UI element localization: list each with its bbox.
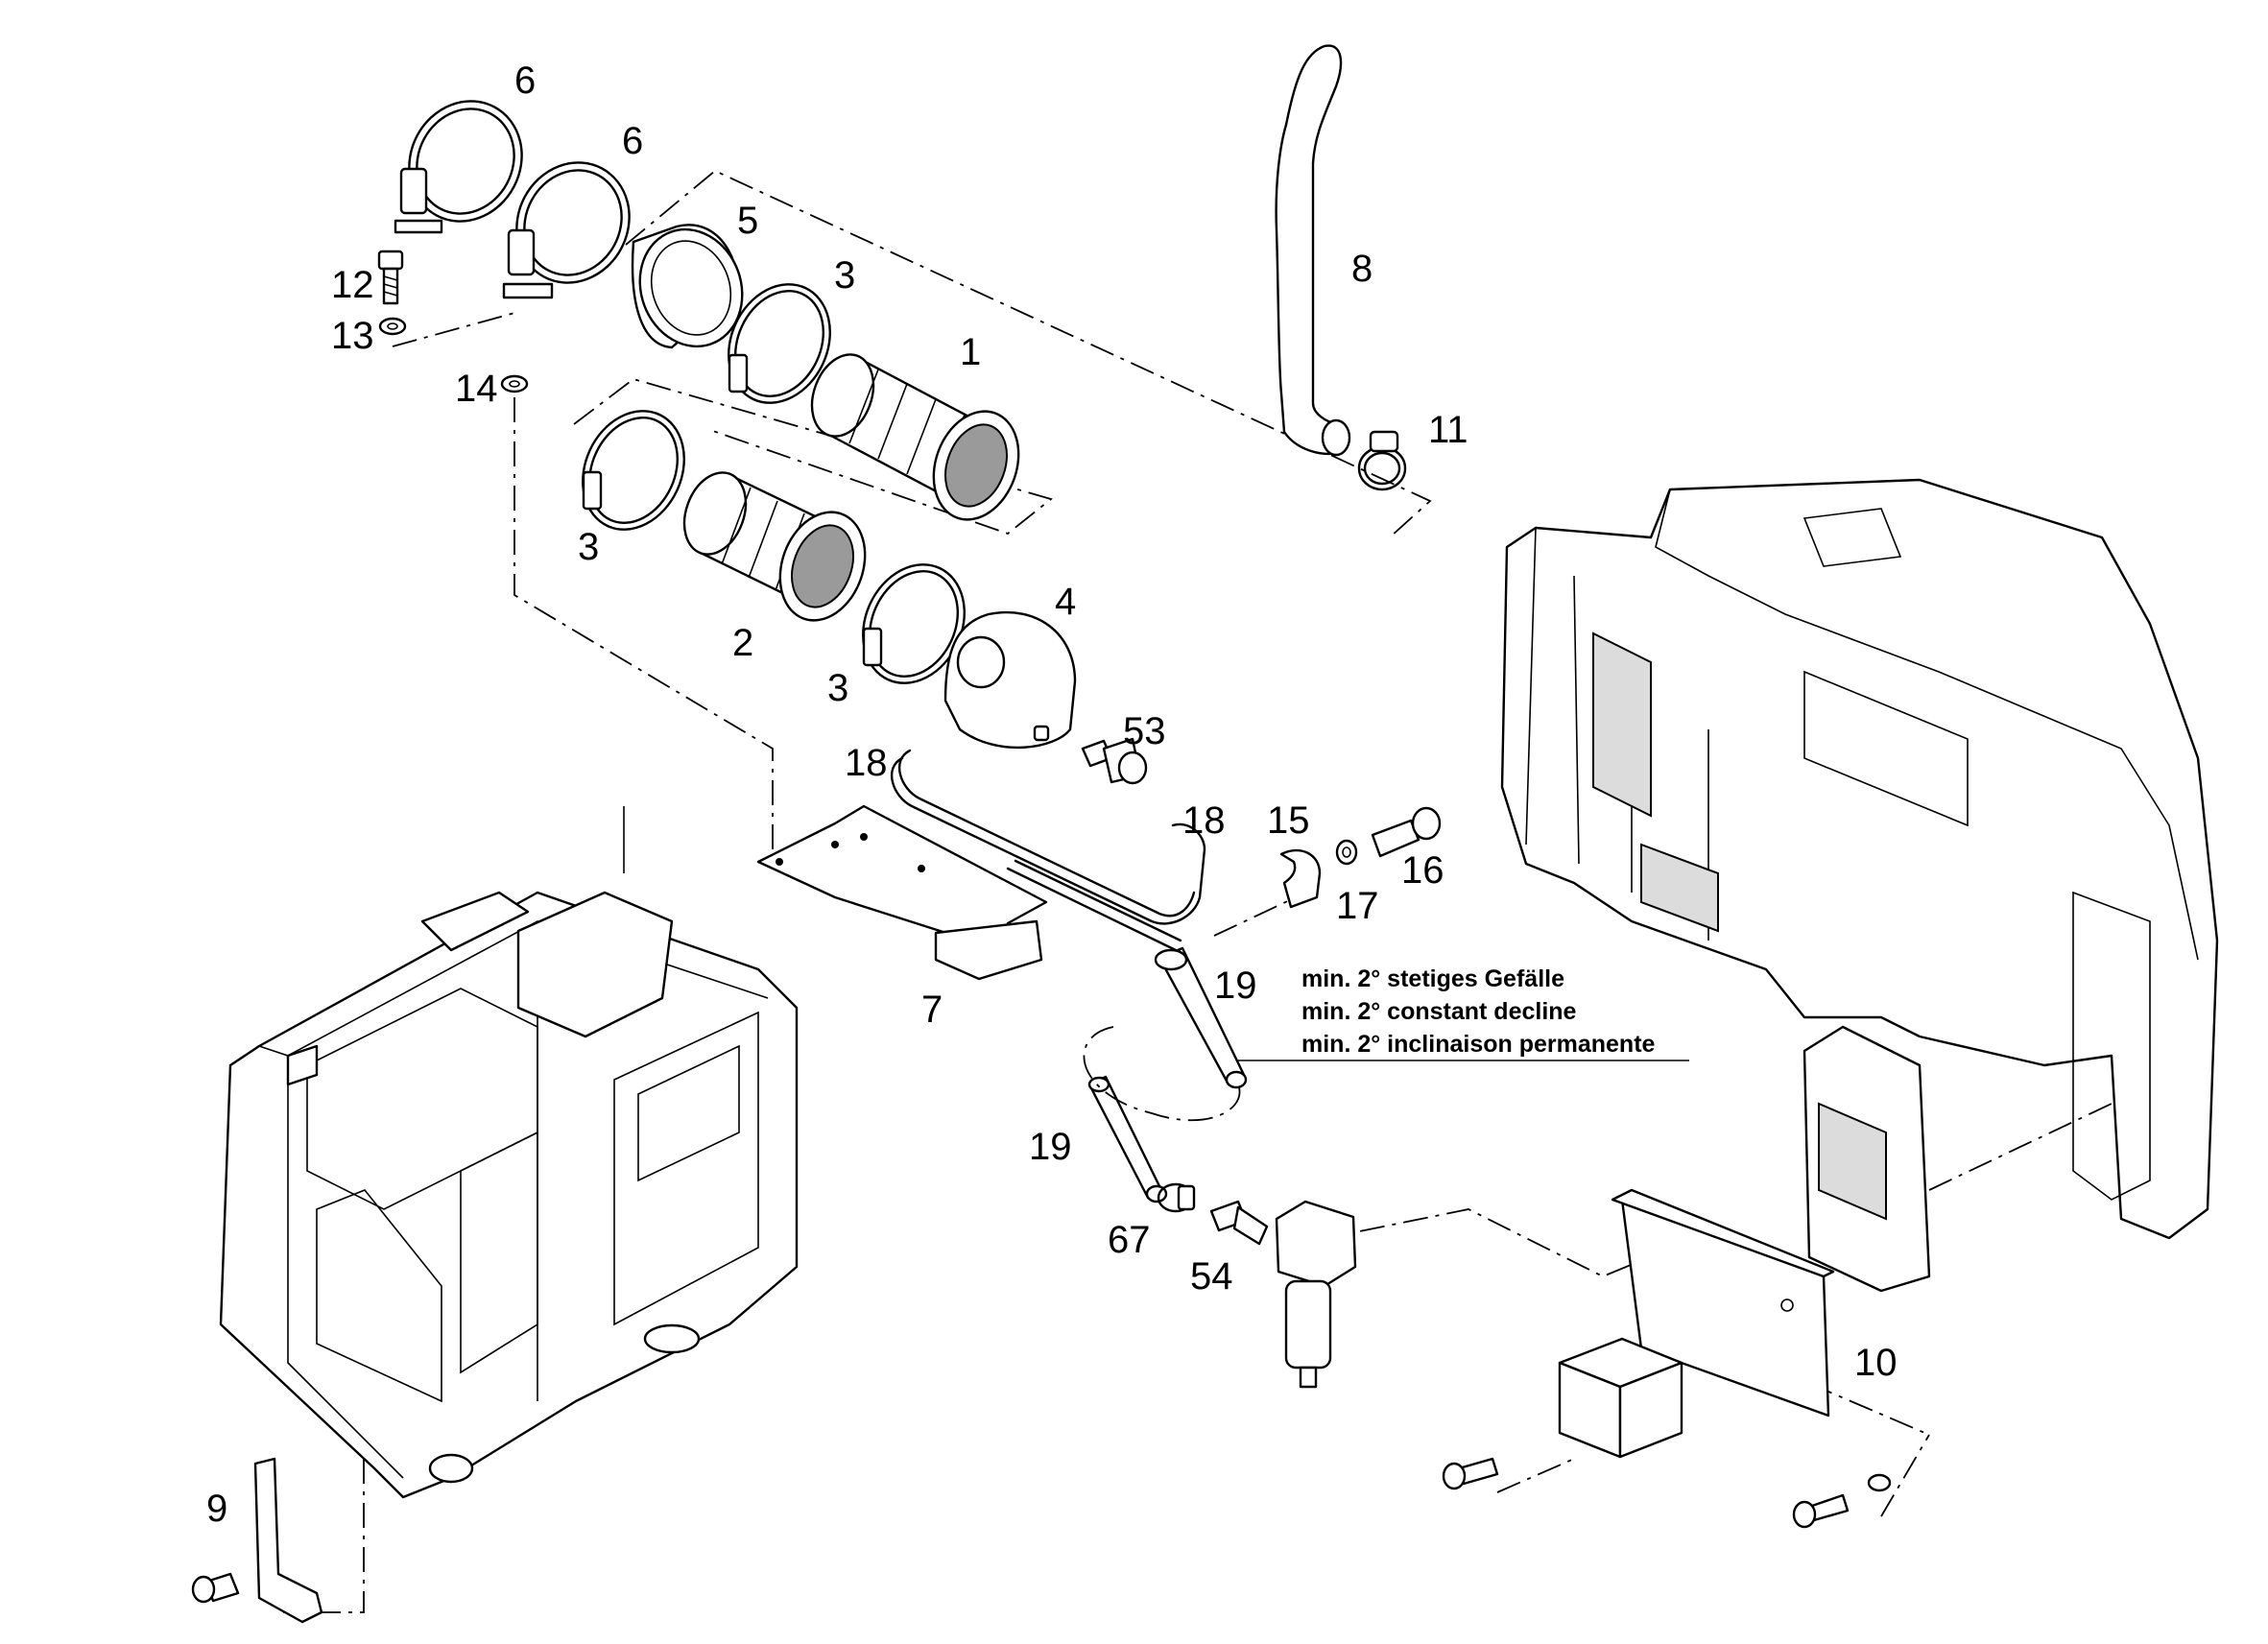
callout-12: 12: [331, 264, 374, 306]
callout-16: 16: [1401, 849, 1444, 892]
callout-17: 17: [1336, 885, 1379, 927]
bolt-12: [377, 250, 404, 305]
callout-18: 18: [845, 742, 888, 784]
note-german: min. 2° stetiges Gefälle: [1301, 965, 1564, 992]
water-separator: [1275, 1200, 1357, 1389]
callout-4: 4: [1055, 581, 1076, 623]
callout-3: 3: [827, 667, 848, 709]
hose-clamp-3-left: [582, 410, 685, 531]
callout-15: 15: [1267, 799, 1310, 842]
note-english: min. 2° constant decline: [1301, 998, 1577, 1025]
callout-9: 9: [206, 1488, 227, 1530]
callout-3: 3: [578, 526, 599, 568]
assembly-lines: [283, 169, 2113, 1613]
intake-pipe-8: [1275, 44, 1351, 457]
callouts: 6 6 5 3 1 8 11 12 13 14 3 2 4 3 53 18 18…: [206, 60, 1898, 1530]
drain-hose-19-lower: [1087, 1075, 1168, 1203]
bracket-7: [756, 804, 1048, 981]
prefilter-4: [943, 610, 1077, 750]
step-bracket-9: [191, 1457, 323, 1624]
screw-left: [1442, 1457, 1499, 1490]
callout-19: 19: [1029, 1126, 1072, 1168]
note-french: min. 2° inclinaison permanente: [1301, 1031, 1656, 1058]
pipe-clamp-6-left: [394, 100, 523, 234]
screw-right: [1792, 1473, 1892, 1529]
hose-18: [891, 749, 1206, 925]
clamp-11: [1357, 430, 1407, 491]
callout-11: 11: [1428, 409, 1468, 451]
callout-8: 8: [1351, 248, 1373, 290]
callout-7: 7: [921, 989, 943, 1031]
bellows-hose-2: [682, 471, 867, 622]
callout-5: 5: [737, 200, 758, 242]
bracket-plate-10: [1611, 1188, 1835, 1418]
callout-18: 18: [1182, 799, 1226, 842]
callout-19: 19: [1214, 965, 1257, 1007]
box: [1558, 1337, 1683, 1459]
callout-1: 1: [960, 331, 981, 373]
callout-6: 6: [622, 120, 643, 162]
fitting-54: [1209, 1200, 1269, 1246]
hose-clamp-3-upper: [728, 283, 831, 404]
elbow-connector-5: [631, 224, 744, 349]
hose-loop: [1083, 1026, 1241, 1122]
drain-hose-19-upper: [1154, 946, 1248, 1089]
sensor-53: [1081, 737, 1148, 785]
hose-clamp-67: [1157, 1182, 1196, 1213]
washer-13: [378, 317, 407, 336]
callout-67: 67: [1108, 1219, 1151, 1261]
callout-54: 54: [1190, 1255, 1233, 1298]
counterweight-frame: [1500, 478, 2219, 1240]
screw-16: [1371, 806, 1442, 858]
washer-14: [500, 374, 529, 393]
pipe-clamp-6-right: [502, 161, 631, 299]
callout-53: 53: [1123, 710, 1166, 752]
callout-3: 3: [834, 254, 855, 297]
hose-18-lower: [1006, 859, 1182, 952]
callout-13: 13: [331, 315, 374, 357]
callout-10: 10: [1854, 1342, 1898, 1384]
grille-panel: [1802, 1025, 1931, 1293]
washer-17: [1335, 839, 1358, 866]
callout-6: 6: [514, 60, 536, 102]
bellows-hose-1: [810, 353, 1020, 521]
callout-14: 14: [455, 368, 498, 410]
holder-15: [1279, 848, 1322, 909]
callout-2: 2: [732, 622, 753, 664]
incline-note: min. 2° stetiges Gefälle min. 2° constan…: [1301, 965, 1656, 1058]
operator-cab: [219, 806, 799, 1499]
